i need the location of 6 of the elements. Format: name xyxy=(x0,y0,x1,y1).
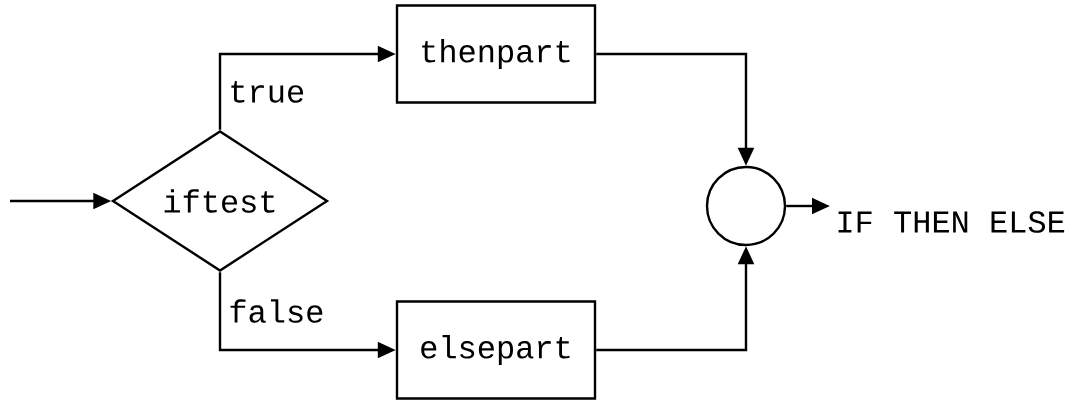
edge-label: true xyxy=(224,77,310,107)
output-label: IF THEN ELSE xyxy=(838,211,1065,233)
junction-circle xyxy=(705,165,787,247)
process-box: elsepart xyxy=(395,300,597,400)
process-box: thenpart xyxy=(395,4,597,104)
edge-label: false xyxy=(224,295,329,327)
